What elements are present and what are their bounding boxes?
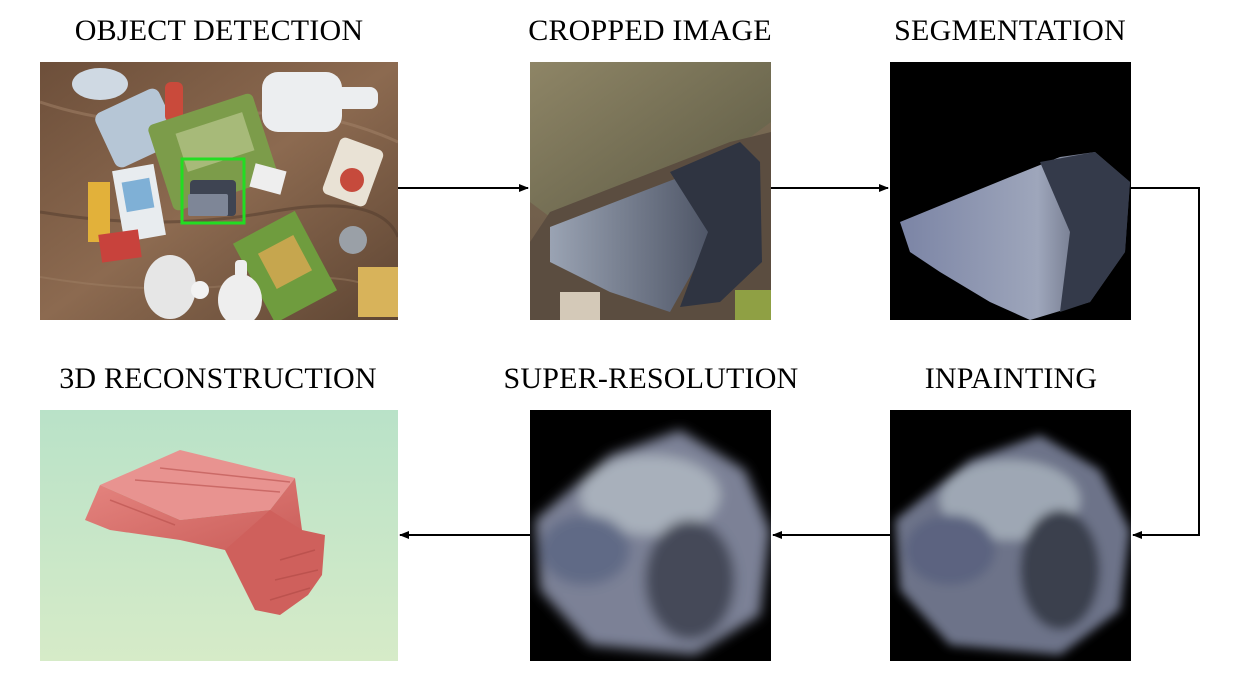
reconstruction-3d-image bbox=[40, 410, 398, 661]
super-resolution-image bbox=[530, 410, 771, 661]
segmentation-mask bbox=[890, 62, 1131, 320]
cropped-image bbox=[530, 62, 771, 320]
object-detection-scene bbox=[40, 62, 398, 320]
reconstruction-mesh-view bbox=[40, 410, 398, 661]
super-resolution-result bbox=[530, 410, 771, 661]
super-resolution-title: SUPER-RESOLUTION bbox=[503, 362, 799, 395]
object-detection-image bbox=[40, 62, 398, 320]
reconstructed-mesh bbox=[85, 450, 325, 615]
inpainting-result bbox=[890, 410, 1131, 661]
inpainting-image bbox=[890, 410, 1131, 661]
segmentation-title: SEGMENTATION bbox=[894, 14, 1126, 47]
cropped-image-content bbox=[530, 62, 771, 320]
arrow-segmentation-to-inpainting bbox=[1131, 187, 1200, 539]
detection-bounding-box bbox=[180, 157, 246, 225]
segmentation-image bbox=[890, 62, 1131, 320]
cropped-image-title: CROPPED IMAGE bbox=[528, 14, 772, 47]
object-detection-title: OBJECT DETECTION bbox=[74, 14, 364, 47]
reconstruction-3d-title: 3D RECONSTRUCTION bbox=[59, 362, 377, 395]
inpainting-title: INPAINTING bbox=[924, 362, 1098, 395]
